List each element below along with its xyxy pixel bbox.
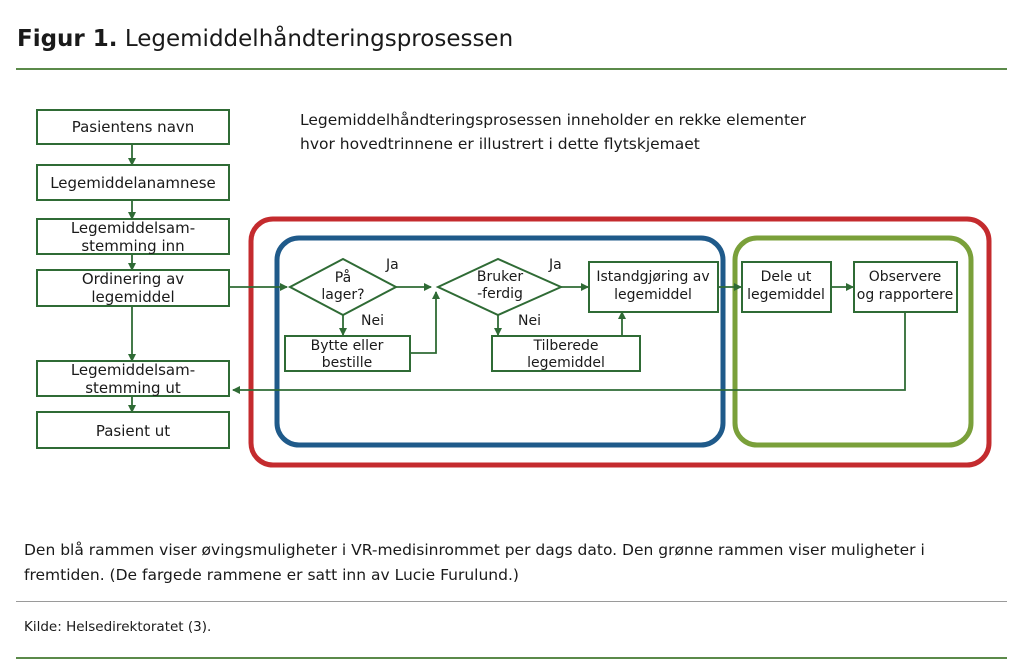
node-tilberede-label-2: legemiddel [527, 355, 605, 371]
node-samstemming-ut-label-2: stemming ut [85, 379, 181, 397]
node-dele-ut-label-1: Dele ut [761, 269, 812, 285]
node-legemiddelanamnese-label: Legemiddelanamnese [50, 174, 216, 192]
red-frame [248, 216, 992, 468]
decision-pa-lager-label-2: lager? [321, 287, 364, 303]
intro-line-1: Legemiddelhåndteringsprosessen inneholde… [300, 111, 806, 129]
node-samstemming-ut-label-1: Legemiddelsam- [71, 361, 195, 379]
figure-title: Figur 1. Legemiddelhåndteringsprosessen [17, 24, 513, 54]
decision-pa-lager-yes: Ja [385, 257, 399, 273]
node-tilberede-label-1: Tilberede [533, 338, 599, 354]
node-pasient-ut-label: Pasient ut [96, 422, 170, 440]
node-ordinering-label-2: legemiddel [91, 288, 174, 306]
node-dele-ut [741, 261, 832, 313]
decision-pa-lager-no: Nei [361, 313, 384, 329]
figure-label: Figur 1. [17, 26, 118, 52]
node-observere-label-1: Observere [869, 269, 942, 285]
node-observere-label-2: og rapportere [857, 287, 954, 303]
decision-brukerferdig [435, 257, 564, 317]
top-divider [16, 68, 1007, 70]
node-ordinering-label-1: Ordinering av [82, 270, 184, 288]
blue-frame [274, 235, 726, 448]
node-pasientens-navn [36, 109, 230, 145]
node-istandgjoring-label-1: Istandgjøring av [596, 269, 709, 285]
caption-divider [16, 601, 1007, 602]
decision-brukerferdig-label-2: -ferdig [477, 286, 523, 302]
arrow-bytte-return [410, 291, 440, 354]
node-samstemming-inn-label-1: Legemiddelsam- [71, 219, 195, 237]
decision-pa-lager-label-1: På [335, 269, 351, 286]
node-pasientens-navn-label: Pasientens navn [72, 118, 195, 136]
figure-caption: Den blå rammen viser øvingsmuligheter i … [24, 541, 925, 584]
decision-brukerferdig-yes: Ja [548, 257, 562, 273]
node-ordinering [36, 269, 230, 307]
node-samstemming-inn-label-2: stemming inn [81, 237, 184, 255]
node-istandgjoring [588, 261, 719, 313]
decision-brukerferdig-no: Nei [518, 313, 541, 329]
decision-pa-lager [287, 257, 399, 317]
node-samstemming-ut [36, 360, 230, 397]
node-pasient-ut [36, 411, 230, 449]
node-legemiddelanamnese [36, 164, 230, 201]
decision-brukerferdig-label-1: Bruker [477, 269, 523, 285]
arrow-observere-return [232, 312, 906, 394]
source-text: Kilde: Helsedirektoratet (3). [24, 619, 212, 635]
intro-line-2: hvor hovedtrinnene er illustrert i dette… [300, 135, 700, 153]
figure-title-text: Legemiddelhåndteringsprosessen [124, 26, 514, 52]
green-frame [732, 235, 974, 448]
node-bytte-bestille-label-2: bestille [322, 355, 373, 371]
node-tilberede [491, 335, 641, 372]
intro-text: Legemiddelhåndteringsprosessen inneholde… [300, 108, 840, 156]
bottom-divider [16, 657, 1007, 659]
node-observere [853, 261, 958, 313]
node-istandgjoring-label-2: legemiddel [614, 287, 692, 303]
node-bytte-bestille-label-1: Bytte eller [311, 338, 384, 354]
node-samstemming-inn [36, 218, 230, 255]
node-dele-ut-label-2: legemiddel [747, 287, 825, 303]
node-bytte-bestille [284, 335, 411, 372]
